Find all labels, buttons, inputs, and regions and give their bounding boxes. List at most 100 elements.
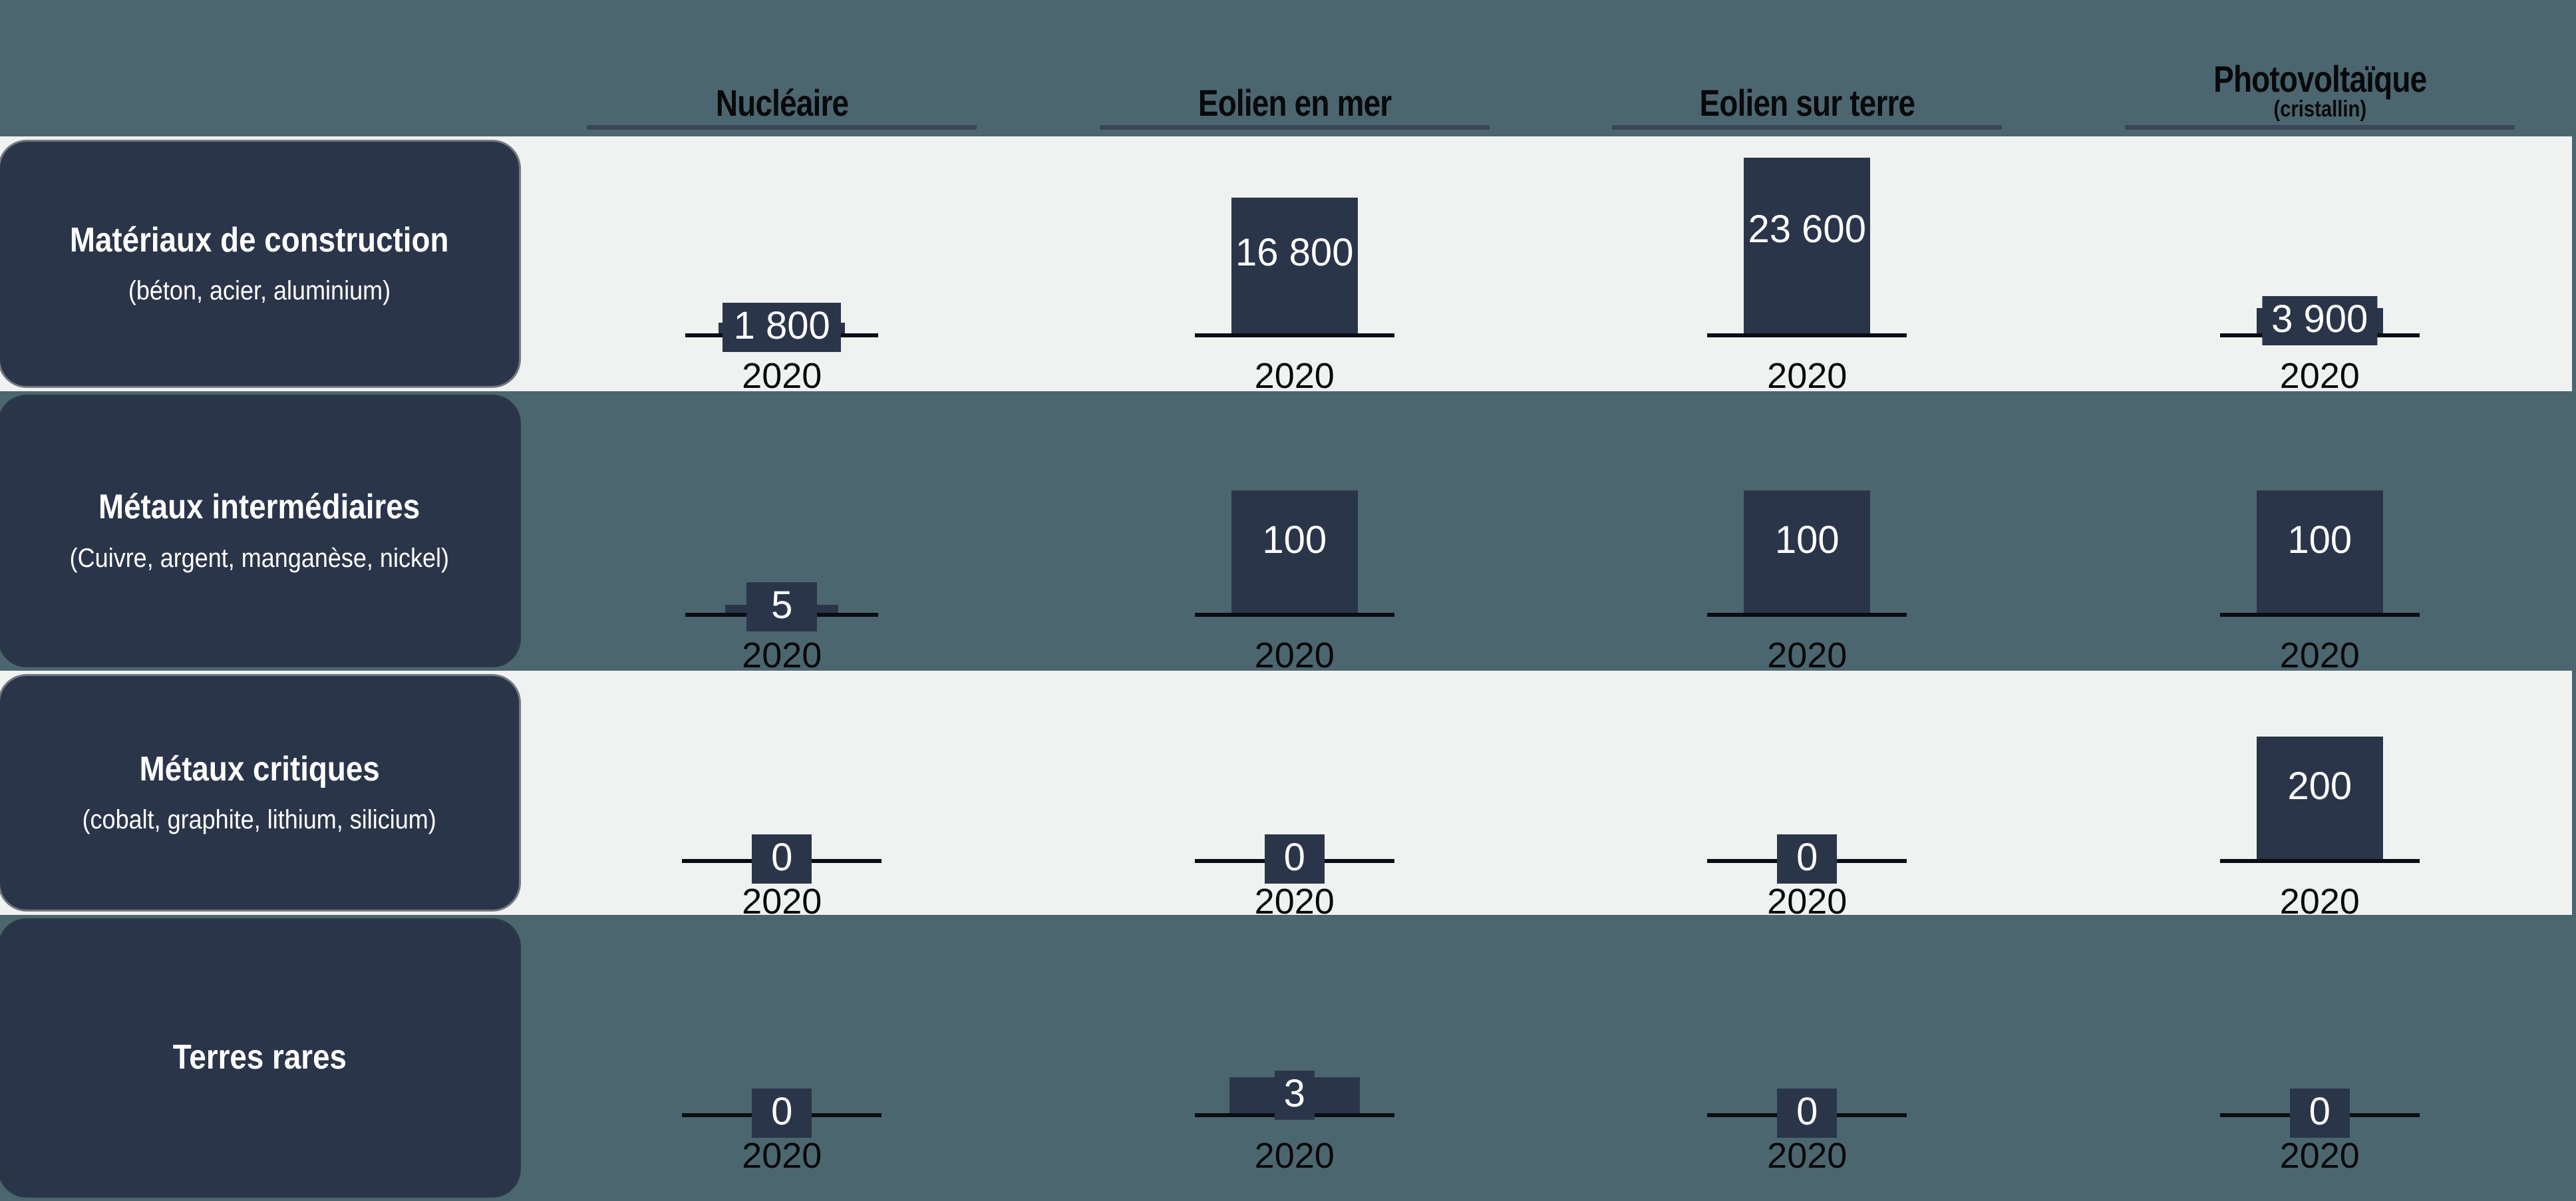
column-header-rule <box>1099 125 1490 130</box>
bar-cell-r1-c4[interactable]: 3 900 2020 <box>2064 136 2576 396</box>
value-label: 200 <box>2287 765 2352 808</box>
column-header-title: Eolien en mer <box>1198 81 1392 124</box>
row-label-cell-3: Métaux critiques (cobalt, graphite, lithi… <box>0 671 526 915</box>
year-label: 2020 <box>1254 1136 1335 1176</box>
row-label-title: Métaux intermédiaires <box>98 488 420 527</box>
value-label: 0 <box>1264 834 1325 884</box>
value-label: 0 <box>2289 1089 2350 1138</box>
value-label: 1 800 <box>723 302 842 352</box>
year-label: 2020 <box>1767 882 1848 922</box>
year-label: 2020 <box>2279 1136 2360 1176</box>
value-bar[interactable] <box>1744 157 1871 337</box>
bar-cell-r2-c3[interactable]: 100 2020 <box>1551 391 2064 675</box>
year-label: 2020 <box>1254 882 1335 922</box>
bar-plot: 100 2020 <box>1551 391 2064 675</box>
value-bar[interactable] <box>1744 490 1871 617</box>
row-label-card[interactable]: Métaux intermédiaires (Cuivre, argent, ma… <box>0 397 519 665</box>
value-label: 3 <box>1274 1071 1315 1120</box>
bar-plot: 16 800 2020 <box>1039 136 1551 396</box>
row-label-card[interactable]: Métaux critiques (cobalt, graphite, lithi… <box>0 676 519 910</box>
value-label: 0 <box>752 834 812 884</box>
year-label: 2020 <box>742 1136 822 1176</box>
value-bar[interactable] <box>1231 197 1358 337</box>
row-label-subtitle: (cobalt, graphite, lithium, silicium) <box>82 805 437 835</box>
matrix-corner <box>0 0 526 136</box>
column-header-rule <box>1612 125 2003 130</box>
value-label: 5 <box>746 582 818 631</box>
value-label: 3 900 <box>2262 295 2378 345</box>
axis-baseline <box>1707 333 1907 337</box>
axis-baseline <box>1194 333 1394 337</box>
column-header-4: Photovoltaïque(cristallin) <box>2064 0 2576 136</box>
value-label: 100 <box>1262 518 1327 562</box>
column-header-subtitle: (cristallin) <box>2273 96 2366 122</box>
axis-baseline <box>2219 859 2420 864</box>
bar-cell-r1-c3[interactable]: 23 600 2020 <box>1551 136 2064 396</box>
year-label: 2020 <box>1767 355 1848 396</box>
year-label: 2020 <box>1767 1136 1848 1176</box>
bar-plot: 23 600 2020 <box>1551 136 2064 396</box>
value-label: 0 <box>752 1089 812 1138</box>
value-bar[interactable] <box>1231 490 1358 617</box>
bar-cell-r4-c2[interactable]: 3 2020 <box>1039 915 1551 1201</box>
row-label-subtitle: (béton, acier, aluminium) <box>128 276 391 306</box>
row-label-title: Métaux critiques <box>139 749 380 788</box>
bar-cell-r1-c2[interactable]: 16 800 2020 <box>1039 136 1551 396</box>
value-label: 0 <box>1777 834 1838 884</box>
row-label-title: Matériaux de construction <box>70 220 449 259</box>
column-header-title: Nucléaire <box>715 81 849 124</box>
bar-plot: 3 2020 <box>1039 915 1551 1201</box>
year-label: 2020 <box>1254 355 1335 396</box>
value-bar[interactable] <box>2256 737 2383 864</box>
axis-baseline <box>1194 613 1394 617</box>
row-label-card[interactable]: Terres rares <box>0 920 519 1196</box>
axis-baseline <box>1707 613 1907 617</box>
row-label-title: Terres rares <box>172 1038 347 1077</box>
value-label: 100 <box>2287 518 2352 562</box>
year-label: 2020 <box>1767 635 1848 675</box>
value-label: 100 <box>1774 518 1840 562</box>
column-header-rule <box>587 125 977 130</box>
column-header-title: Photovoltaïque <box>2213 58 2427 100</box>
value-label: 16 800 <box>1235 230 1354 274</box>
year-label: 2020 <box>742 355 822 396</box>
axis-baseline <box>2219 613 2420 617</box>
row-label-cell-4: Terres rares <box>0 915 526 1201</box>
year-label: 2020 <box>2279 355 2360 396</box>
column-header-rule <box>2124 125 2515 130</box>
year-label: 2020 <box>742 635 822 675</box>
row-label-card[interactable]: Matériaux de construction (béton, acier, … <box>0 142 519 386</box>
column-header-2: Eolien en mer <box>1039 0 1551 136</box>
value-label: 0 <box>1777 1089 1838 1138</box>
row-label-cell-1: Matériaux de construction (béton, acier, … <box>0 136 526 391</box>
column-header-title: Eolien sur terre <box>1699 81 1915 124</box>
column-header-3: Eolien sur terre <box>1551 0 2064 136</box>
value-label: 23 600 <box>1748 208 1866 252</box>
row-label-cell-2: Métaux intermédiaires (Cuivre, argent, ma… <box>0 391 526 671</box>
value-bar[interactable] <box>2256 490 2383 617</box>
row-label-subtitle: (Cuivre, argent, manganèse, nickel) <box>69 543 450 573</box>
year-label: 2020 <box>742 882 822 922</box>
